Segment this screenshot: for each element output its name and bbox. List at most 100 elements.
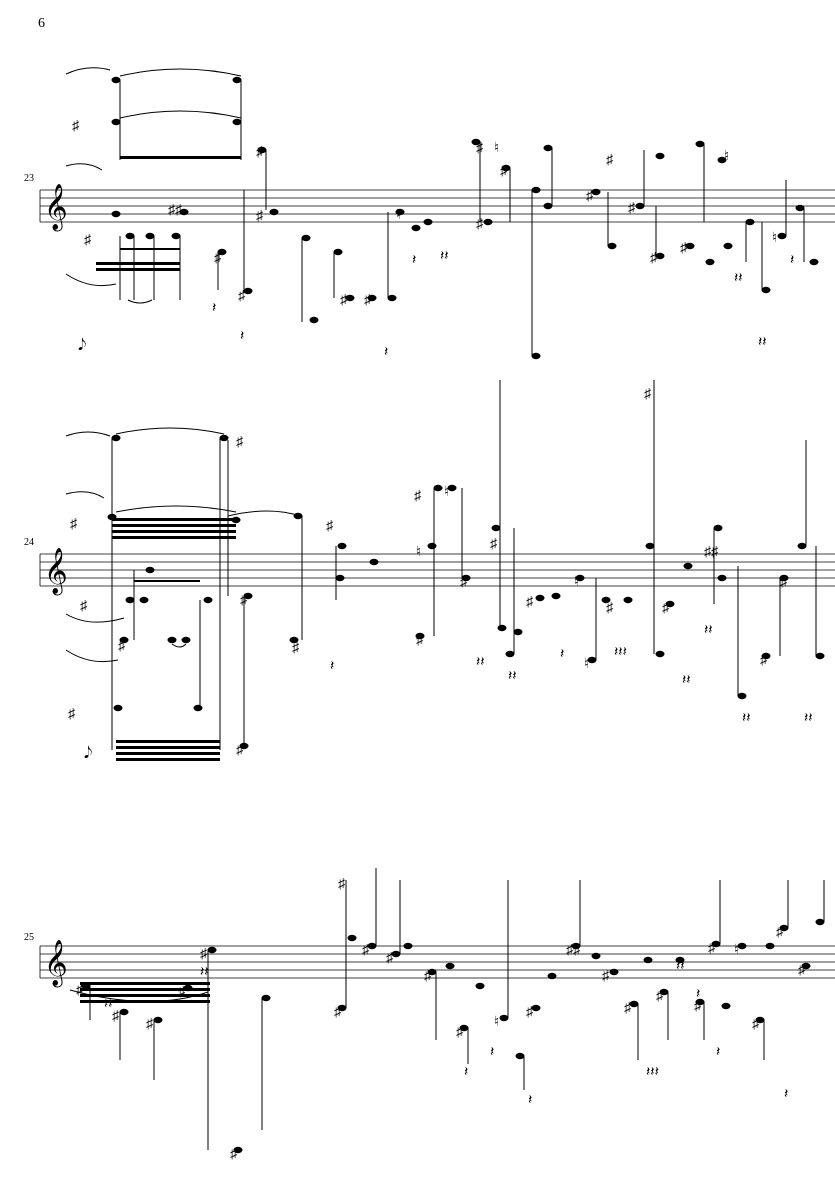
svg-text:𝄽: 𝄽 [330, 659, 334, 674]
svg-text:𝄽𝄽: 𝄽𝄽 [742, 711, 751, 726]
stems [119, 80, 805, 356]
svg-text:♯: ♯ [780, 575, 788, 590]
svg-text:𝄽𝄽: 𝄽𝄽 [804, 711, 813, 726]
page-number: 6 [38, 16, 45, 31]
svg-text:♯♯: ♯♯ [566, 943, 581, 958]
slurs [65, 67, 242, 304]
noteheads [111, 76, 819, 360]
svg-text:𝄽: 𝄽 [528, 1093, 532, 1108]
staff-lines [39, 945, 835, 979]
svg-text:𝄽𝄽: 𝄽𝄽 [440, 249, 449, 264]
svg-text:♯: ♯ [760, 653, 768, 668]
svg-text:♯: ♯ [416, 633, 424, 648]
svg-text:♯: ♯ [624, 1001, 632, 1016]
svg-text:♯: ♯ [338, 877, 346, 892]
svg-text:♯: ♯ [500, 164, 508, 179]
svg-text:♮: ♮ [574, 575, 579, 590]
rests: 𝄽𝄽𝄽𝄽𝄽 𝄽𝄽𝄽𝄽𝄽 𝄽𝄽𝄽𝄽 𝄽 [104, 959, 788, 1108]
svg-text:𝄽𝄽: 𝄽𝄽 [200, 965, 209, 980]
svg-text:♯: ♯ [424, 969, 432, 984]
svg-text:♯: ♯ [80, 599, 88, 614]
svg-text:♯: ♯ [476, 141, 484, 156]
svg-text:𝄽: 𝄽 [212, 301, 216, 316]
svg-text:♯: ♯ [526, 595, 534, 610]
svg-text:♯: ♯ [526, 1005, 534, 1020]
staff-lines [39, 189, 835, 223]
bass-note: 𝅘𝅥𝅮 [84, 745, 92, 762]
svg-text:♯: ♯ [386, 951, 394, 966]
svg-text:𝄽𝄽: 𝄽𝄽 [476, 655, 485, 670]
system-number: 25 [24, 932, 34, 943]
svg-text:𝄽: 𝄽 [716, 1045, 720, 1060]
svg-text:♯: ♯ [118, 639, 126, 654]
svg-text:♮: ♮ [772, 231, 777, 246]
treble-clef-icon: 𝄞 [44, 940, 68, 988]
svg-text:♮: ♮ [494, 1015, 499, 1030]
svg-text:♯: ♯ [214, 251, 222, 266]
svg-text:𝄽: 𝄽 [784, 1087, 788, 1102]
svg-text:♯: ♯ [256, 209, 264, 224]
slurs [69, 989, 209, 1002]
svg-text:♯: ♯ [340, 293, 348, 308]
svg-text:𝄽𝄽: 𝄽𝄽 [734, 271, 743, 286]
svg-text:♯: ♯ [326, 519, 334, 534]
svg-text:𝄽𝄽: 𝄽𝄽 [676, 959, 685, 974]
svg-text:♯: ♯ [112, 1009, 120, 1024]
system-number: 24 [24, 537, 34, 548]
svg-text:𝄽: 𝄽 [240, 329, 244, 344]
system-number: 23 [24, 173, 34, 184]
svg-text:♯: ♯ [68, 707, 76, 722]
svg-text:♯: ♯ [752, 1017, 760, 1032]
svg-text:♯: ♯ [238, 289, 246, 304]
svg-text:♯: ♯ [606, 601, 614, 616]
svg-text:♯: ♯ [72, 119, 80, 134]
beams [112, 518, 236, 761]
accidentals: ♯♯♯ ♯♯♯ ♯♯♯ ♯♯♯ ♯♯♯♯ ♯♯♯ ♯♮♯ ♯♯♮ [76, 877, 806, 1162]
svg-text:𝄽: 𝄽 [412, 253, 416, 268]
svg-text:♯: ♯ [456, 1025, 464, 1040]
svg-text:♯: ♯ [650, 251, 658, 266]
beams [80, 982, 210, 1003]
svg-text:♯: ♯ [200, 947, 208, 962]
svg-text:♯: ♯ [240, 593, 248, 608]
svg-text:♯: ♯ [256, 145, 264, 160]
svg-text:♯: ♯ [708, 941, 716, 956]
svg-text:♯: ♯ [476, 217, 484, 232]
svg-text:♯♯: ♯♯ [168, 203, 183, 218]
svg-text:♯: ♯ [364, 293, 372, 308]
svg-text:♯: ♯ [586, 189, 594, 204]
rests: 𝄽𝄽𝄽𝄽𝄽 𝄽𝄽𝄽𝄽𝄽𝄽 𝄽𝄽𝄽𝄽𝄽𝄽 [330, 623, 813, 726]
svg-text:𝄽: 𝄽 [464, 1065, 468, 1080]
svg-text:♮: ♮ [396, 208, 401, 223]
svg-text:♮: ♮ [444, 485, 449, 500]
staff-lines [39, 553, 835, 587]
accidentals: ♯♯♯♯ ♯♯♯ ♯♯♯ ♯♯♯ ♯♯♯ ♮♮♮ ♮♯♯ [72, 119, 777, 308]
svg-text:♯: ♯ [656, 989, 664, 1004]
svg-text:♮: ♮ [724, 149, 729, 164]
svg-text:𝄽: 𝄽 [790, 253, 794, 268]
system-24: 24 𝄞 [24, 380, 835, 762]
svg-text:♯: ♯ [236, 743, 244, 758]
svg-text:𝄽𝄽: 𝄽𝄽 [682, 673, 691, 688]
svg-text:♮: ♮ [494, 141, 499, 156]
svg-text:𝄽: 𝄽 [490, 1045, 494, 1060]
svg-text:♯: ♯ [694, 999, 702, 1014]
stems [89, 868, 825, 1150]
treble-clef-icon: 𝄞 [44, 184, 68, 232]
svg-text:♯: ♯ [798, 963, 806, 978]
stems [111, 380, 817, 750]
svg-text:𝄽𝄽: 𝄽𝄽 [758, 335, 767, 350]
svg-text:♯: ♯ [230, 1147, 238, 1162]
svg-text:♮: ♮ [584, 657, 589, 672]
svg-text:♯: ♯ [776, 925, 784, 940]
svg-text:♮: ♮ [416, 545, 421, 560]
svg-text:𝄽𝄽𝄽: 𝄽𝄽𝄽 [614, 645, 627, 660]
beams [96, 156, 241, 271]
svg-text:♯: ♯ [84, 233, 92, 248]
svg-text:♯: ♯ [146, 1017, 154, 1032]
rests: 𝄽𝄽𝄽 𝄽𝄽𝄽𝄽𝄽 𝄽𝄽𝄽 [212, 249, 794, 360]
svg-text:♯: ♯ [606, 153, 614, 168]
svg-text:𝄽: 𝄽 [384, 345, 388, 360]
